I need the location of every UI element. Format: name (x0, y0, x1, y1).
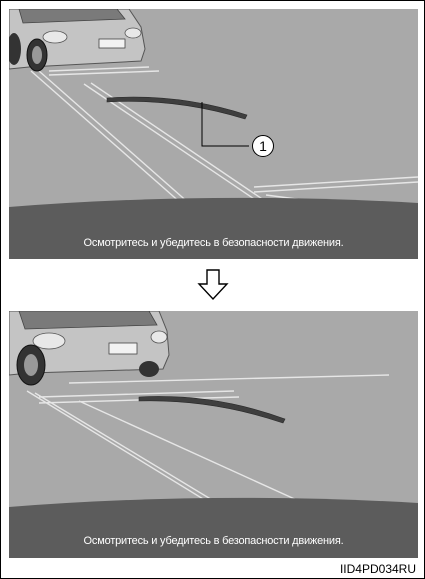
down-arrow-icon (196, 268, 230, 307)
figure-code: IID4PD034RU (340, 562, 416, 576)
display-band (9, 198, 418, 259)
camera-view-before: 1 Осмотритесь и убедитесь в безопасности… (9, 9, 418, 259)
camera-image (9, 311, 418, 558)
camera-image (9, 9, 418, 259)
safety-message: Осмотритесь и убедитесь в безопасности д… (9, 535, 418, 547)
camera-view-after: Осмотритесь и убедитесь в безопасности д… (9, 311, 418, 558)
display-band (9, 498, 418, 558)
callout-number: 1 (259, 138, 267, 154)
safety-message: Осмотритесь и убедитесь в безопасности д… (9, 237, 418, 249)
parked-car (9, 9, 145, 71)
callout-badge: 1 (252, 135, 274, 157)
